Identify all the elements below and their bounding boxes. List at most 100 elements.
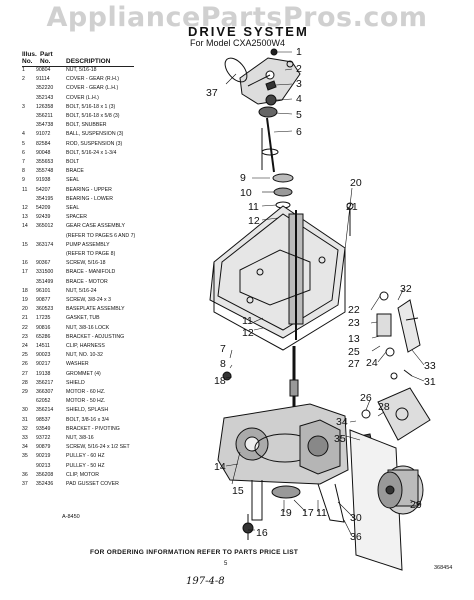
part-number-cell: 90877 [36,297,51,303]
part-number-cell: 366307 [36,389,54,395]
description-cell: PULLEY - 50 HZ [66,462,105,469]
part-number-cell: 17235 [36,315,51,322]
illus-number-cell: 16 [22,260,28,267]
callout-20: 20 [350,177,362,189]
callout-6: 6 [296,126,302,138]
part-number-cell: 93722 [36,435,51,441]
description-cell: BRACKET - ADJUSTING [66,333,125,340]
description-cell: (REFER TO PAGE 8) [66,251,116,257]
description-cell: BOLT, 5/16-24 x 1-3/4 [66,149,117,156]
description-cell: BEARING - LOWER [66,195,113,202]
small-hardware-parts [258,48,278,118]
illus-number-cell: 35 [22,453,28,460]
pad-gusset-part [224,57,248,83]
gear-cover-part [239,57,301,105]
document-number: 368454 [434,565,453,571]
description-cell: CLIP, HARNESS [66,343,105,349]
description-cell: BEARING - UPPER [66,186,112,193]
illus-number-cell: 14 [22,223,28,230]
description-cell: BOLT, SNUBBER [66,122,107,129]
description-cell: SCREW, 5/16-24 x 1/2 SET [66,444,130,451]
illus-number-cell: 9 [22,177,25,184]
description-cell: GEAR CASE ASSEMBLY [66,223,126,230]
description-cell: NUT, 3/8-16 [66,435,94,441]
part-number-cell: 98537 [36,416,51,423]
part-number-cell: 90213 [36,462,51,469]
description-cell: SCREW, 3/8-24 x 3 [66,297,111,303]
illus-number-cell: 36 [22,471,28,478]
part-number-cell: 91114 [36,76,50,83]
callout-25: 25 [348,346,360,358]
callout-37: 37 [206,87,218,99]
part-number-cell: 19138 [36,370,51,377]
illus-number-cell: 8 [22,168,25,175]
callout-33: 33 [424,360,436,372]
callout-27: 27 [348,358,360,370]
description-cell: BOLT, 5/16-18 x 5/8 (3) [66,113,120,119]
callout-1: 1 [296,46,302,58]
part-number-cell: 90217 [36,361,51,368]
illus-number-cell: 5 [22,140,25,147]
illus-number-cell: 3 [22,103,25,110]
part-number-cell: 91072 [36,131,51,138]
part-number-cell: 352220 [36,85,54,92]
callout-22: 22 [348,304,360,316]
illus-number-cell: 33 [22,435,28,441]
callout-7: 7 [220,343,226,355]
callout-11b: 11 [242,315,253,327]
part-number-cell: 90219 [36,453,51,460]
baseplate-assembly [209,205,346,351]
part-number-cell: 93549 [36,425,51,432]
part-number-cell: 90367 [36,260,51,267]
part-number-cell: 62052 [36,398,51,405]
callout-14: 14 [214,461,226,473]
handwritten-note: 197-4-8 [186,576,225,587]
illus-number-cell: 27 [22,370,28,377]
part-number-cell: 365012 [36,223,54,230]
callout-9: 9 [240,172,246,184]
description-cell: COVER - GEAR (R.H.) [66,76,120,83]
description-cell: BOLT, 5/16-18 x 1 (3) [66,103,116,110]
description-cell: BRACE - MANIFOLD [66,269,116,276]
description-cell: BOLT [66,159,80,165]
splash-shield-part [349,429,403,571]
description-cell: BOLT, 3/8-16 x 3/4 [66,416,109,423]
callout-5: 5 [296,109,302,121]
illus-number-cell: 1 [22,67,25,73]
description-cell: MOTOR - 50 HZ. [66,398,106,405]
description-cell: BALL, SUSPENSION (3) [66,131,124,138]
callout-18: 18 [214,375,226,387]
description-cell: COVER - GEAR (L.H.) [66,85,119,92]
callout-30: 30 [350,512,362,524]
illus-number-cell: 31 [22,416,28,423]
model-subtitle: For Model CXA2500W4 [190,38,286,48]
part-number-cell: 90879 [36,444,51,451]
description-cell: SCREW, 5/16-18 [66,260,106,267]
illus-number-cell: 17 [22,269,28,276]
callout-3: 3 [296,78,302,90]
callout-13: 13 [348,333,360,345]
watermark: AppliancePartsPros.com [46,2,428,33]
callout-29: 29 [410,499,422,511]
part-number-cell: 354195 [36,195,54,202]
screw-16-part [242,514,254,540]
illus-number-cell: 30 [22,407,28,414]
illus-number-cell: 12 [22,205,28,211]
illus-number-cell: 23 [22,333,28,340]
part-number-cell: 90816 [36,324,51,331]
illus-number-cell: 7 [22,159,25,165]
illus-number-cell: 19 [22,297,28,303]
illus-number-cell: 22 [22,324,28,331]
part-number-cell: 126358 [36,103,54,110]
part-number-cell: 351499 [36,278,54,285]
description-cell: SPACER [66,214,87,221]
callout-31: 31 [424,376,436,388]
callout-26: 26 [360,392,372,404]
illus-number-cell: 29 [22,389,28,395]
screw-21-part [346,202,354,236]
description-cell: BRACKET - PIVOTING [66,425,120,432]
callout-15: 15 [232,485,244,497]
part-number-cell: 356211 [36,113,53,119]
